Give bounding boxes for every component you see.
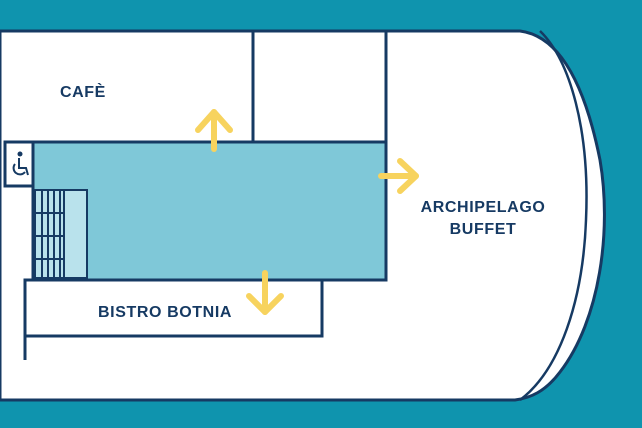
arrow-right-icon	[378, 158, 419, 194]
cafe-label: CAFÈ	[60, 82, 106, 101]
arrow-up-icon	[195, 109, 233, 152]
archipelago-label: ARCHIPELAGO	[421, 199, 546, 216]
wheelchair-icon	[12, 151, 29, 176]
arrow-down-icon	[246, 270, 284, 315]
hull-inner-line	[519, 30, 588, 401]
buffet-label: BUFFET	[450, 221, 517, 238]
bistro-botnia-label: BISTRO BOTNIA	[98, 304, 232, 321]
stairs-icon	[34, 189, 88, 279]
central-hall	[31, 140, 388, 282]
